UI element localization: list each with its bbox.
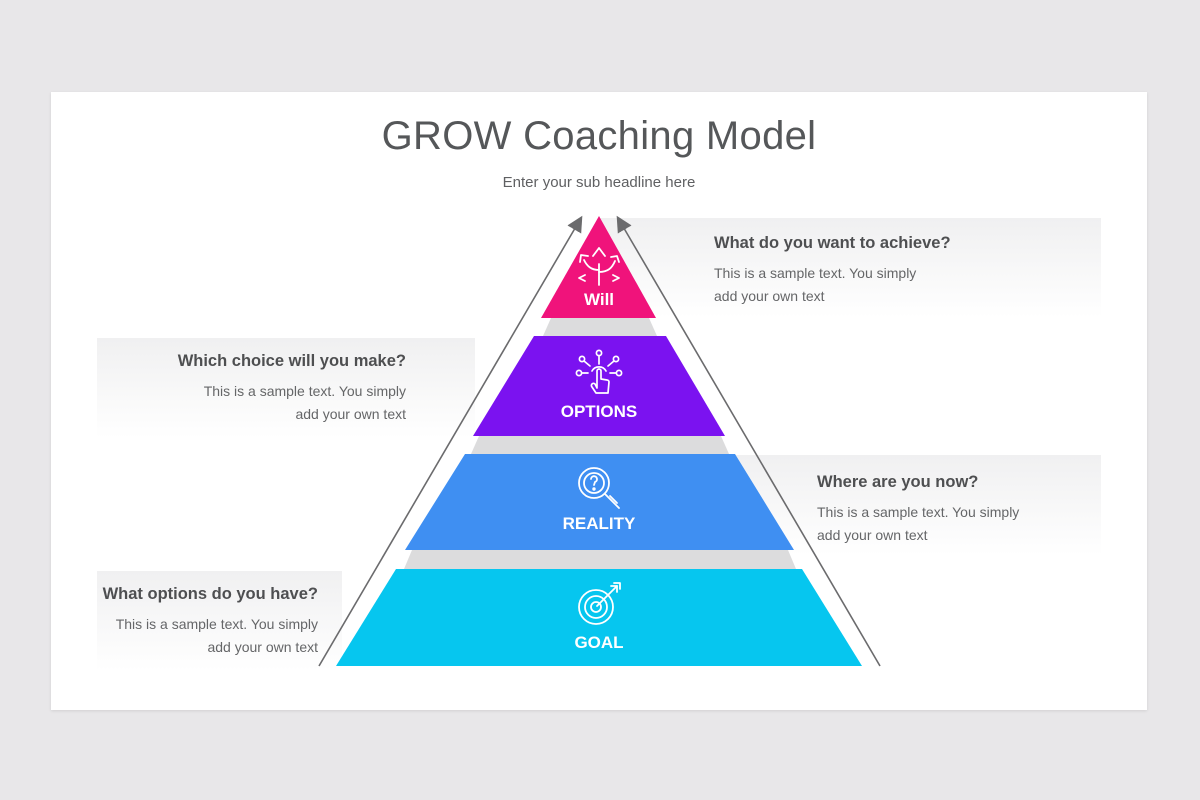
tier-reality [405,454,794,550]
magnifier-question-icon [578,467,620,509]
crossroads-arrows-icon [578,247,620,286]
will-callout-heading: What do you want to achieve? [714,234,951,252]
reality-callout-text-1: This is a sample text. You simply [817,504,1020,520]
grow-pyramid: Will OPTIONS REALITY [318,215,881,667]
options-callout: Which choice will you make? This is a sa… [81,352,406,426]
tier-reality-label: REALITY [563,514,636,533]
tier-options [473,336,725,436]
options-callout-text-2: add your own text [295,406,406,422]
reality-callout: Where are you now? This is a sample text… [817,473,1117,547]
will-callout-text-1: This is a sample text. You simply [714,265,917,281]
tier-gap-1 [543,318,657,336]
touch-choice-icon [575,349,623,394]
goal-callout-text-1: This is a sample text. You simply [115,616,318,632]
tier-options-label: OPTIONS [561,402,638,421]
tier-goal-label: GOAL [574,633,623,652]
goal-callout-text-2: add your own text [207,639,318,655]
goal-callout-band [97,571,342,671]
page-title: GROW Coaching Model [381,114,817,158]
goal-callout: What options do you have? This is a samp… [71,585,318,659]
will-callout-text-2: add your own text [714,288,825,304]
will-callout: What do you want to achieve? This is a s… [714,234,1044,308]
page-subtitle: Enter your sub headline here [502,174,696,191]
slide: GROW Coaching Model Enter your sub headl… [51,92,1147,710]
goal-callout-heading: What options do you have? [102,585,318,603]
right-arrow [616,215,881,667]
tier-gap-2 [471,436,729,454]
reality-callout-text-2: add your own text [817,527,928,543]
tier-gap-3 [404,550,796,569]
left-arrow [318,215,583,667]
will-callout-band [600,218,1101,318]
reality-callout-heading: Where are you now? [817,473,979,491]
tier-will-label: Will [584,290,614,309]
options-callout-band [97,338,475,438]
target-arrow-icon [578,582,621,625]
options-callout-heading: Which choice will you make? [177,352,406,370]
options-callout-text-1: This is a sample text. You simply [203,383,406,399]
